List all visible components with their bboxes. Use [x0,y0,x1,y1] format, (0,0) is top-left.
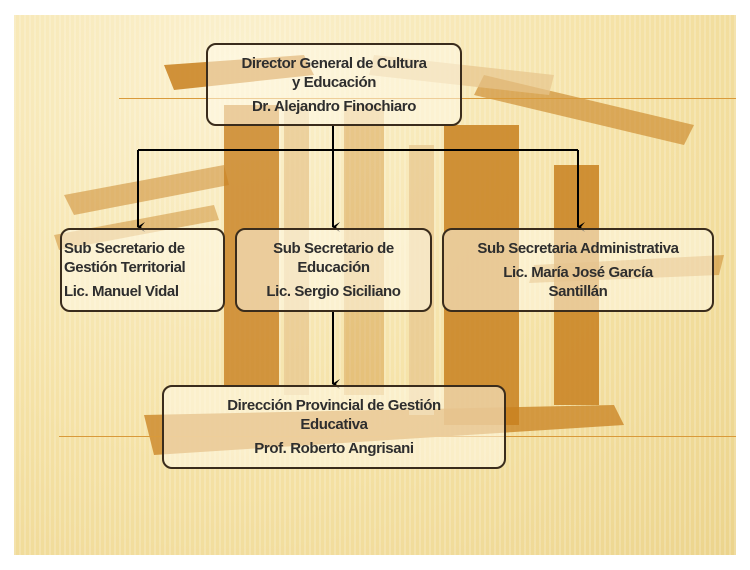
node-person-name: Santillán [548,283,608,300]
node-title: Educación [297,259,370,276]
node-director-general: Director General de Cultura y Educación … [206,43,462,126]
node-title: Director General de Cultura [241,54,427,72]
node-person-name: Lic. Manuel Vidal [64,283,179,300]
node-person-name: Prof. Roberto Angrisani [254,440,414,457]
node-sub-secretario-educacion: Sub Secretario de Educación Lic. Sergio … [235,228,432,312]
node-title: Sub Secretario de [64,240,185,257]
node-person-name: Dr. Alejandro Finochiaro [251,97,417,115]
node-title: Sub Secretario de [273,240,394,257]
node-title: Educativa [300,416,368,433]
node-person-name: Lic. María José García [503,264,653,281]
node-title: Sub Secretaria Administrativa [477,240,679,257]
node-title: Dirección Provincial de Gestión [227,397,441,414]
node-title: y Educación [292,73,376,91]
node-sub-secretario-territorial: Sub Secretario de Gestión Territorial Li… [60,228,225,312]
node-title: Gestión Territorial [64,259,186,276]
node-person-name: Lic. Sergio Siciliano [266,283,401,300]
node-sub-secretaria-administrativa: Sub Secretaria Administrativa Lic. María… [442,228,714,312]
node-direccion-provincial: Dirección Provincial de Gestión Educativ… [162,385,506,469]
